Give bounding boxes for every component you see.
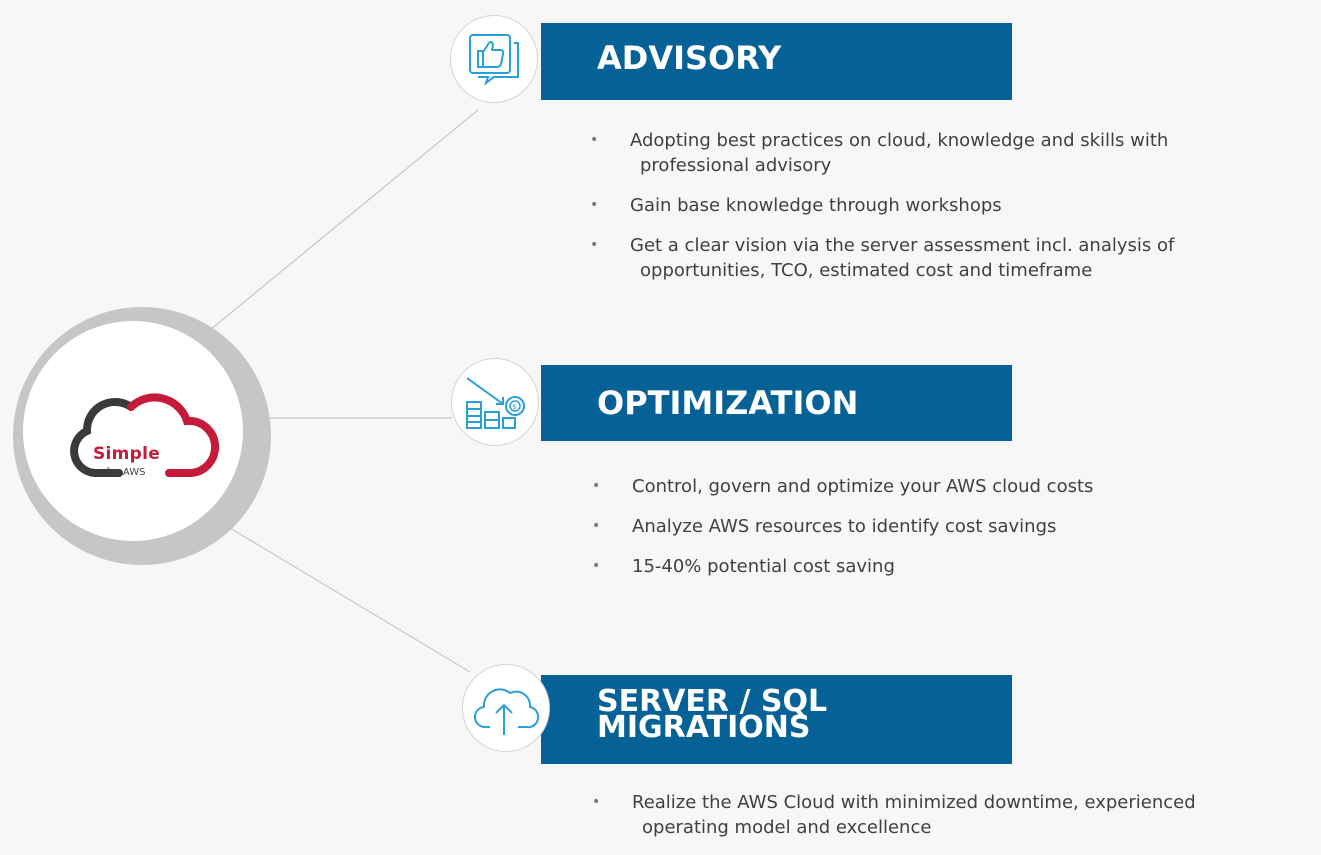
advisory-icon-circle: [450, 15, 538, 103]
dollar-glyph: $: [513, 403, 517, 411]
connector-lines: [209, 109, 479, 673]
logo-badge: Simple for AWS: [13, 307, 271, 565]
connector-migrations: [229, 527, 471, 673]
thumbs-up-chat-icon: [469, 34, 519, 86]
logo-subtitle: for AWS: [106, 467, 146, 478]
bullet-glyph: •: [590, 237, 599, 253]
list-item: • Get a clear vision via the server asse…: [590, 233, 1174, 283]
logo-disc: Simple for AWS: [23, 321, 243, 541]
services-diagram: Simple for AWS ADVISORY • Adopting best …: [13, 15, 1196, 838]
bullet-text-continued: operating model and excellence: [642, 817, 932, 838]
bullet-text: Control, govern and optimize your AWS cl…: [632, 476, 1094, 497]
list-item: • Analyze AWS resources to identify cost…: [592, 514, 1093, 539]
bullet-text: Analyze AWS resources to identify cost s…: [632, 516, 1057, 537]
logo-wordmark: Simple: [93, 444, 161, 464]
list-item: • Adopting best practices on cloud, know…: [590, 128, 1174, 178]
bullet-text: Get a clear vision via the server assess…: [630, 235, 1175, 256]
bullet-glyph: •: [592, 558, 601, 574]
advisory-banner: ADVISORY: [541, 23, 1012, 100]
list-item: • Realize the AWS Cloud with minimized d…: [592, 790, 1196, 840]
optimization-title: OPTIMIZATION: [597, 384, 859, 422]
optimization-icon-circle: $: [451, 358, 539, 446]
cost-savings-chart-icon: $: [466, 377, 525, 429]
migrations-banner: SERVER / SQL MIGRATIONS: [541, 675, 1012, 764]
advisory-bullet-list: • Adopting best practices on cloud, know…: [590, 128, 1174, 298]
bullet-glyph: •: [590, 132, 599, 148]
bullet-text: Adopting best practices on cloud, knowle…: [630, 130, 1169, 151]
list-item: • Control, govern and optimize your AWS …: [592, 474, 1093, 499]
bullet-glyph: •: [592, 518, 601, 534]
list-item: • 15-40% potential cost saving: [592, 554, 1093, 579]
bullet-text: 15-40% potential cost saving: [632, 556, 895, 577]
bullet-text-continued: opportunities, TCO, estimated cost and t…: [640, 260, 1093, 281]
cloud-upload-icon: [474, 688, 540, 735]
list-item: • Gain base knowledge through workshops: [590, 193, 1174, 218]
bullet-text: Gain base knowledge through workshops: [630, 195, 1002, 216]
cloud-logo-icon: [70, 393, 219, 477]
bullet-glyph: •: [590, 197, 599, 213]
bullet-glyph: •: [592, 794, 601, 810]
migrations-title-line1: SERVER / SQL: [597, 684, 828, 719]
connector-advisory: [209, 109, 479, 331]
migrations-title: SERVER / SQL MIGRATIONS: [597, 684, 828, 745]
bullet-text: Realize the AWS Cloud with minimized dow…: [632, 792, 1196, 813]
migrations-title-line2: MIGRATIONS: [597, 710, 811, 745]
bullet-text-continued: professional advisory: [640, 155, 832, 176]
bullet-glyph: •: [592, 478, 601, 494]
optimization-banner: OPTIMIZATION: [541, 365, 1012, 441]
migrations-bullet-list: • Realize the AWS Cloud with minimized d…: [592, 790, 1196, 855]
optimization-bullet-list: • Control, govern and optimize your AWS …: [592, 474, 1093, 594]
advisory-title: ADVISORY: [597, 39, 782, 77]
migrations-icon-circle: [462, 664, 550, 752]
